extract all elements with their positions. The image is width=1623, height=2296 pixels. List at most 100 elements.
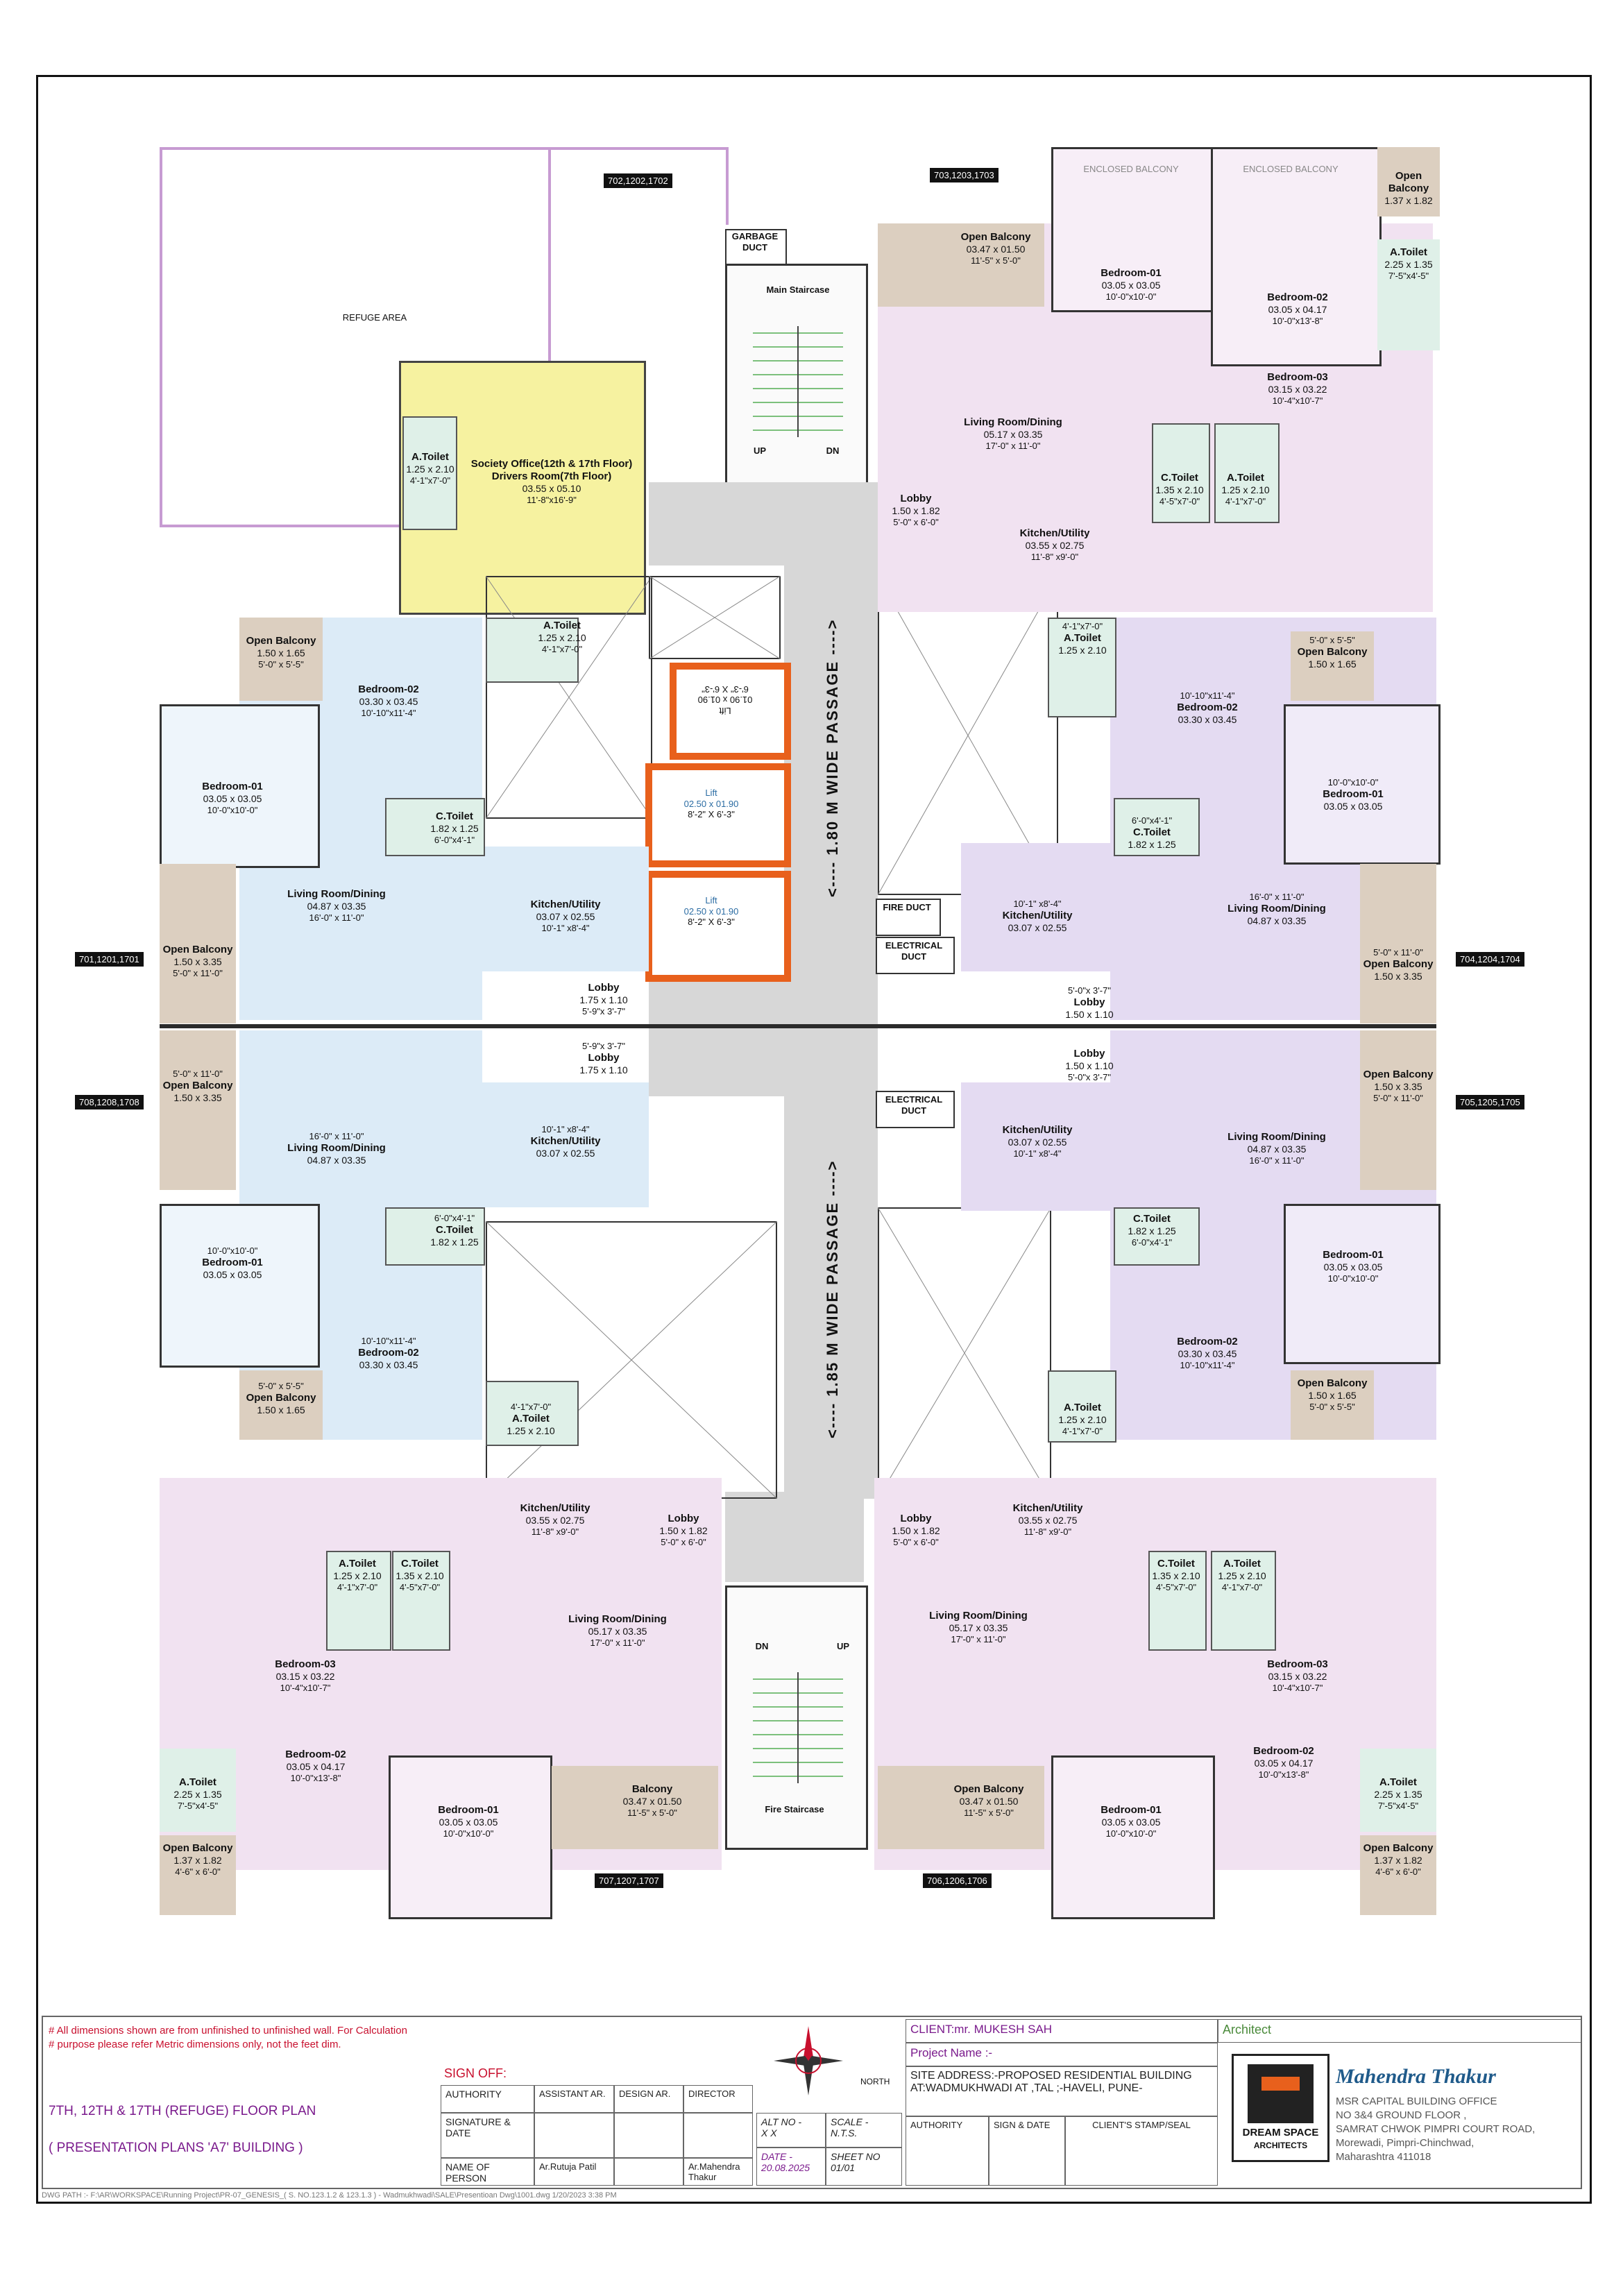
main-staircase-steps bbox=[753, 326, 843, 437]
bl-atoilet-2 bbox=[160, 1749, 236, 1832]
tr-bedroom-02 bbox=[1211, 147, 1382, 366]
r2-open-balcony-2 bbox=[1291, 1370, 1374, 1440]
br-open-balcony-2 bbox=[1360, 1835, 1436, 1915]
tr-enclosed-balcony-2: ENCLOSED BALCONY bbox=[1243, 164, 1339, 174]
l1-atoilet bbox=[486, 618, 579, 683]
tb-site-line-1: SITE ADDRESS:-PROPOSED RESIDENTIAL BUILD… bbox=[910, 2070, 1192, 2082]
unit-tag-705: 705,1205,1705 bbox=[1456, 1095, 1524, 1109]
passage-2-label: <---- 1.85 M WIDE PASSAGE ----> bbox=[824, 1159, 841, 1438]
tr-atoilet bbox=[1377, 239, 1440, 350]
main-staircase-label: Main Staircase bbox=[766, 284, 830, 295]
tb-scale-value: N.T.S. bbox=[831, 2127, 858, 2138]
refuge-area-top bbox=[545, 147, 729, 225]
br-bedroom-01 bbox=[1051, 1755, 1215, 1919]
tr-ctoilet bbox=[1152, 423, 1210, 523]
passage-1-label: <---- 1.80 M WIDE PASSAGE ----> bbox=[824, 618, 841, 897]
unit-tag-706: 706,1206,1706 bbox=[923, 1873, 992, 1888]
tb-signature: SIGNATURE & DATE bbox=[441, 2113, 534, 2158]
r1-open-balcony-2 bbox=[1360, 864, 1436, 1023]
tr-open-balcony-2 bbox=[1377, 147, 1440, 216]
tb-sign-date: SIGN & DATE bbox=[989, 2116, 1065, 2186]
architect-name: Mahendra Thakur bbox=[1336, 2065, 1496, 2088]
garbage-duct-label: GARBAGE DUCT bbox=[731, 231, 779, 253]
bl-open-balcony bbox=[160, 1835, 236, 1915]
architect-logo: DREAM SPACE ARCHITECTS bbox=[1232, 2054, 1329, 2162]
architect-address-5: Maharashtra 411018 bbox=[1336, 2151, 1431, 2163]
bl-balcony bbox=[552, 1766, 718, 1849]
unit-tag-703: 703,1203,1703 bbox=[930, 168, 999, 182]
tr-atoilet-2 bbox=[1214, 423, 1280, 523]
tb-person-blank bbox=[614, 2158, 683, 2186]
shaft-center-upper bbox=[649, 576, 781, 659]
tb-client: CLIENT:mr. MUKESH SAH bbox=[906, 2019, 1218, 2043]
l2-bedroom-01 bbox=[160, 1204, 320, 1368]
r2-bedroom-01 bbox=[1284, 1204, 1441, 1364]
l1-bedroom-01 bbox=[160, 704, 320, 868]
tb-person-1: Ar.Rutuja Patil bbox=[534, 2158, 614, 2186]
tb-architect: Architect bbox=[1218, 2019, 1582, 2043]
fire-stair-up-label: UP bbox=[836, 1641, 850, 1651]
north-label: NORTH bbox=[860, 2077, 890, 2086]
stair-dn-label: DN bbox=[826, 445, 840, 456]
bl-atoilet bbox=[326, 1551, 391, 1651]
dwg-path: DWG PATH :- F:\AR\WORKSPACE\Running Proj… bbox=[42, 2191, 617, 2200]
tb-scale-label: SCALE - bbox=[831, 2116, 869, 2127]
tb-date-value: 20.08.2025 bbox=[761, 2162, 810, 2173]
electrical-duct-2-label: ELECTRICAL DUCT bbox=[885, 1094, 943, 1116]
note-line-1: # All dimensions shown are from unfinish… bbox=[49, 2025, 407, 2036]
tb-alt-no: ALT NO -X X bbox=[756, 2113, 826, 2148]
bl-ctoilet bbox=[392, 1551, 450, 1651]
logo-text-1: DREAM SPACE bbox=[1242, 2127, 1319, 2138]
main-staircase bbox=[725, 264, 868, 490]
shaft-right-lower bbox=[878, 1207, 1051, 1499]
plan-subtitle: ( PRESENTATION PLANS 'A7' BUILDING ) bbox=[49, 2141, 303, 2155]
refuge-area-label: REFUGE AREA bbox=[342, 312, 407, 323]
tb-sig-3 bbox=[683, 2113, 753, 2158]
refuge-atoilet bbox=[402, 416, 457, 530]
br-open-balcony bbox=[878, 1766, 1044, 1849]
r2-atoilet bbox=[1048, 1370, 1116, 1443]
tr-enclosed-balcony-1: ENCLOSED BALCONY bbox=[1083, 164, 1179, 174]
architect-address-2: NO 3&4 GROUND FLOOR , bbox=[1336, 2109, 1467, 2121]
l2-unit-kitchen-area bbox=[482, 1082, 649, 1207]
architect-address-4: Morewadi, Pimpri-Chinchwad, bbox=[1336, 2137, 1475, 2149]
